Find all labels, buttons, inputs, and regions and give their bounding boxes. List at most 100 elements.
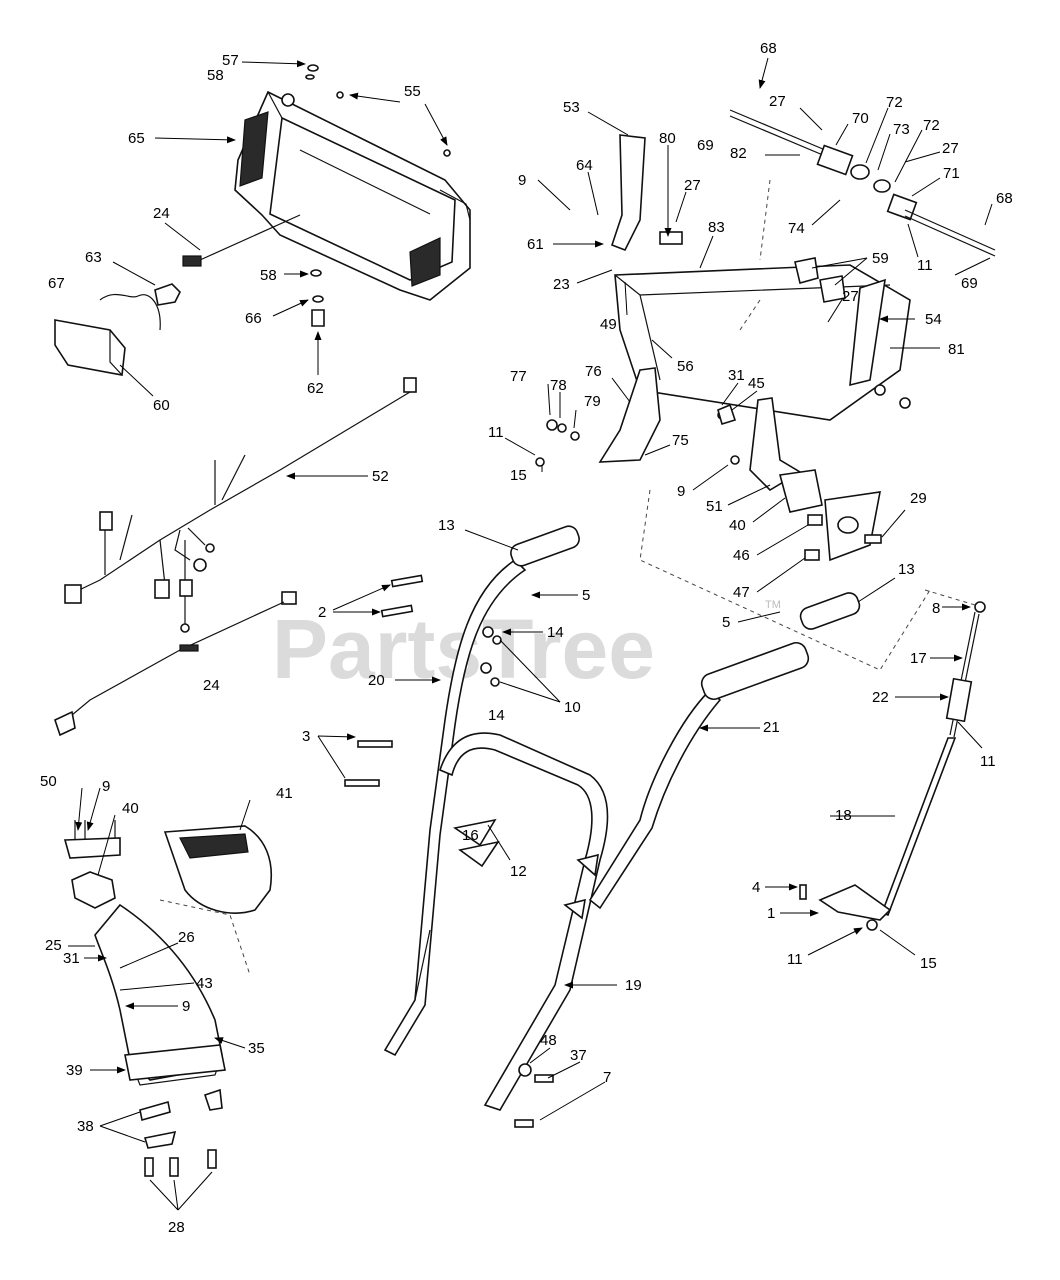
callout-11: 11: [787, 951, 803, 968]
callout-69: 69: [697, 137, 714, 154]
nut-part: [482, 626, 494, 638]
connector-part: [182, 255, 202, 267]
bolt-part: [864, 534, 882, 544]
callout-69: 69: [961, 275, 978, 292]
callout-31: 31: [63, 950, 80, 967]
washer-part: [570, 431, 580, 441]
callout-17: 17: [910, 650, 927, 667]
callout-64: 64: [576, 157, 593, 174]
shift-rod-part: [799, 589, 986, 931]
wire-part: [99, 293, 161, 331]
dashboard-cover-part: [234, 90, 471, 301]
bolt-part: [357, 740, 393, 748]
callout-4: 4: [752, 879, 760, 896]
callout-14: 14: [547, 624, 564, 641]
callout-16: 16: [462, 827, 479, 844]
washer-part: [312, 295, 324, 303]
washer-part: [310, 269, 322, 277]
callout-5: 5: [582, 587, 590, 604]
callout-83: 83: [708, 219, 725, 236]
callout-31: 31: [728, 367, 745, 384]
callout-68: 68: [760, 40, 777, 57]
leader-lines: [68, 57, 993, 1211]
nut-part: [492, 635, 502, 645]
callout-40: 40: [122, 800, 139, 817]
callout-54: 54: [925, 311, 942, 328]
bolt-part: [380, 604, 414, 618]
switch-part: [154, 283, 181, 306]
callout-20: 20: [368, 672, 385, 689]
callout-23: 23: [553, 276, 570, 293]
bolt-part: [344, 779, 380, 787]
callout-1: 1: [767, 905, 775, 922]
callout-50: 50: [40, 773, 57, 790]
callout-7: 7: [603, 1069, 611, 1086]
callout-labels: 57 58 55 65 24 58 63 67 66 62 60 52 24 2…: [40, 40, 1013, 1236]
callout-9: 9: [182, 998, 190, 1015]
callout-47: 47: [733, 584, 750, 601]
callout-55: 55: [404, 83, 421, 100]
callout-60: 60: [153, 397, 170, 414]
bolt-part: [514, 1119, 534, 1128]
callout-79: 79: [584, 393, 601, 410]
nut-part: [730, 455, 740, 465]
callout-28: 28: [168, 1219, 185, 1236]
nut-part: [490, 677, 500, 687]
upper-handle-left-part: [383, 525, 580, 1057]
wire-harness-part: [64, 377, 417, 633]
callout-72: 72: [923, 117, 940, 134]
chute-deflector-part: [163, 825, 272, 914]
callout-3: 3: [302, 728, 310, 745]
callout-67: 67: [48, 275, 65, 292]
bracket-part: [659, 231, 683, 245]
callout-40: 40: [729, 517, 746, 534]
callout-49: 49: [600, 316, 617, 333]
throttle-cable-part: [54, 591, 297, 737]
watermark-tm: TM: [765, 599, 781, 611]
callout-65: 65: [128, 130, 145, 147]
callout-10: 10: [564, 699, 581, 716]
callout-53: 53: [563, 99, 580, 116]
nut-part: [557, 423, 567, 433]
callout-24: 24: [203, 677, 220, 694]
callout-72: 72: [886, 94, 903, 111]
callout-82: 82: [730, 145, 747, 162]
callout-51: 51: [706, 498, 723, 515]
callout-52: 52: [372, 468, 389, 485]
callout-27: 27: [942, 140, 959, 157]
callout-15: 15: [920, 955, 937, 972]
pin-part: [535, 457, 545, 467]
callout-2: 2: [318, 604, 326, 621]
bolt-part: [804, 549, 820, 561]
bolt-part: [534, 1074, 554, 1083]
assembly-lines: [639, 179, 931, 671]
bushing-part: [837, 516, 859, 534]
callout-61: 61: [527, 236, 544, 253]
callout-73: 73: [893, 121, 910, 138]
callout-22: 22: [872, 689, 889, 706]
callout-70: 70: [852, 110, 869, 127]
callout-14: 14: [488, 707, 505, 724]
callout-71: 71: [943, 165, 960, 182]
lower-handle-part: [439, 732, 609, 1111]
plate-part: [598, 367, 661, 463]
callout-5: 5: [722, 614, 730, 631]
callout-15: 15: [510, 467, 527, 484]
bracket-part: [563, 898, 586, 920]
callout-62: 62: [307, 380, 324, 397]
callout-9: 9: [102, 778, 110, 795]
screw-part: [336, 91, 344, 99]
knob-part: [819, 275, 846, 303]
callout-80: 80: [659, 130, 676, 147]
callout-12: 12: [510, 863, 527, 880]
callout-45: 45: [748, 375, 765, 392]
callout-13: 13: [898, 561, 915, 578]
callout-74: 74: [788, 220, 805, 237]
callout-35: 35: [248, 1040, 265, 1057]
callout-29: 29: [910, 490, 927, 507]
lever-part: [849, 278, 886, 387]
bolt-part: [390, 574, 424, 588]
callout-13: 13: [438, 517, 455, 534]
